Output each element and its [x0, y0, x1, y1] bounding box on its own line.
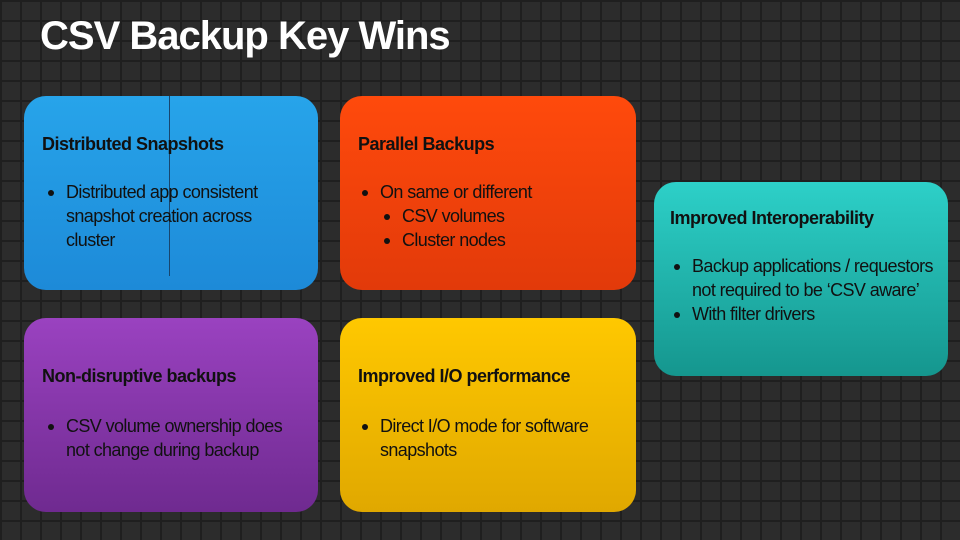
page-title: CSV Backup Key Wins [40, 14, 451, 58]
list-item: Backup applications / requestors not req… [670, 254, 934, 302]
distributed-snapshots-card: Distributed Snapshots Distributed app co… [24, 96, 318, 290]
sub-bullet-list: CSV volumes Cluster nodes [380, 204, 618, 252]
list-item: CSV volumes [380, 204, 618, 228]
parallel-backups-card: Parallel Backups On same or different CS… [340, 96, 636, 290]
list-item: Distributed app consistent snapshot crea… [44, 180, 294, 252]
card-heading: Parallel Backups [358, 134, 495, 154]
bullet-list: Direct I/O mode for software snapshots [358, 414, 628, 462]
bullet-list: Distributed app consistent snapshot crea… [44, 180, 294, 252]
list-item: Cluster nodes [380, 228, 618, 252]
improved-io-card: Improved I/O performance Direct I/O mode… [340, 318, 636, 512]
card-heading: Improved Interoperability [670, 208, 874, 228]
list-item: Direct I/O mode for software snapshots [358, 414, 628, 462]
list-item: CSV volume ownership does not change dur… [44, 414, 304, 462]
list-item: With filter drivers [670, 302, 934, 326]
bullet-list: Backup applications / requestors not req… [670, 254, 934, 326]
list-item-label: On same or different [380, 182, 532, 202]
card-divider [169, 96, 170, 276]
improved-interoperability-card: Improved Interoperability Backup applica… [654, 182, 948, 376]
bullet-list: On same or different CSV volumes Cluster… [358, 180, 618, 252]
card-heading: Improved I/O performance [358, 366, 571, 386]
card-heading: Non-disruptive backups [42, 366, 237, 386]
list-item: On same or different CSV volumes Cluster… [358, 180, 618, 252]
non-disruptive-backups-card: Non-disruptive backups CSV volume owners… [24, 318, 318, 512]
bullet-list: CSV volume ownership does not change dur… [44, 414, 304, 462]
card-heading: Distributed Snapshots [42, 134, 224, 154]
